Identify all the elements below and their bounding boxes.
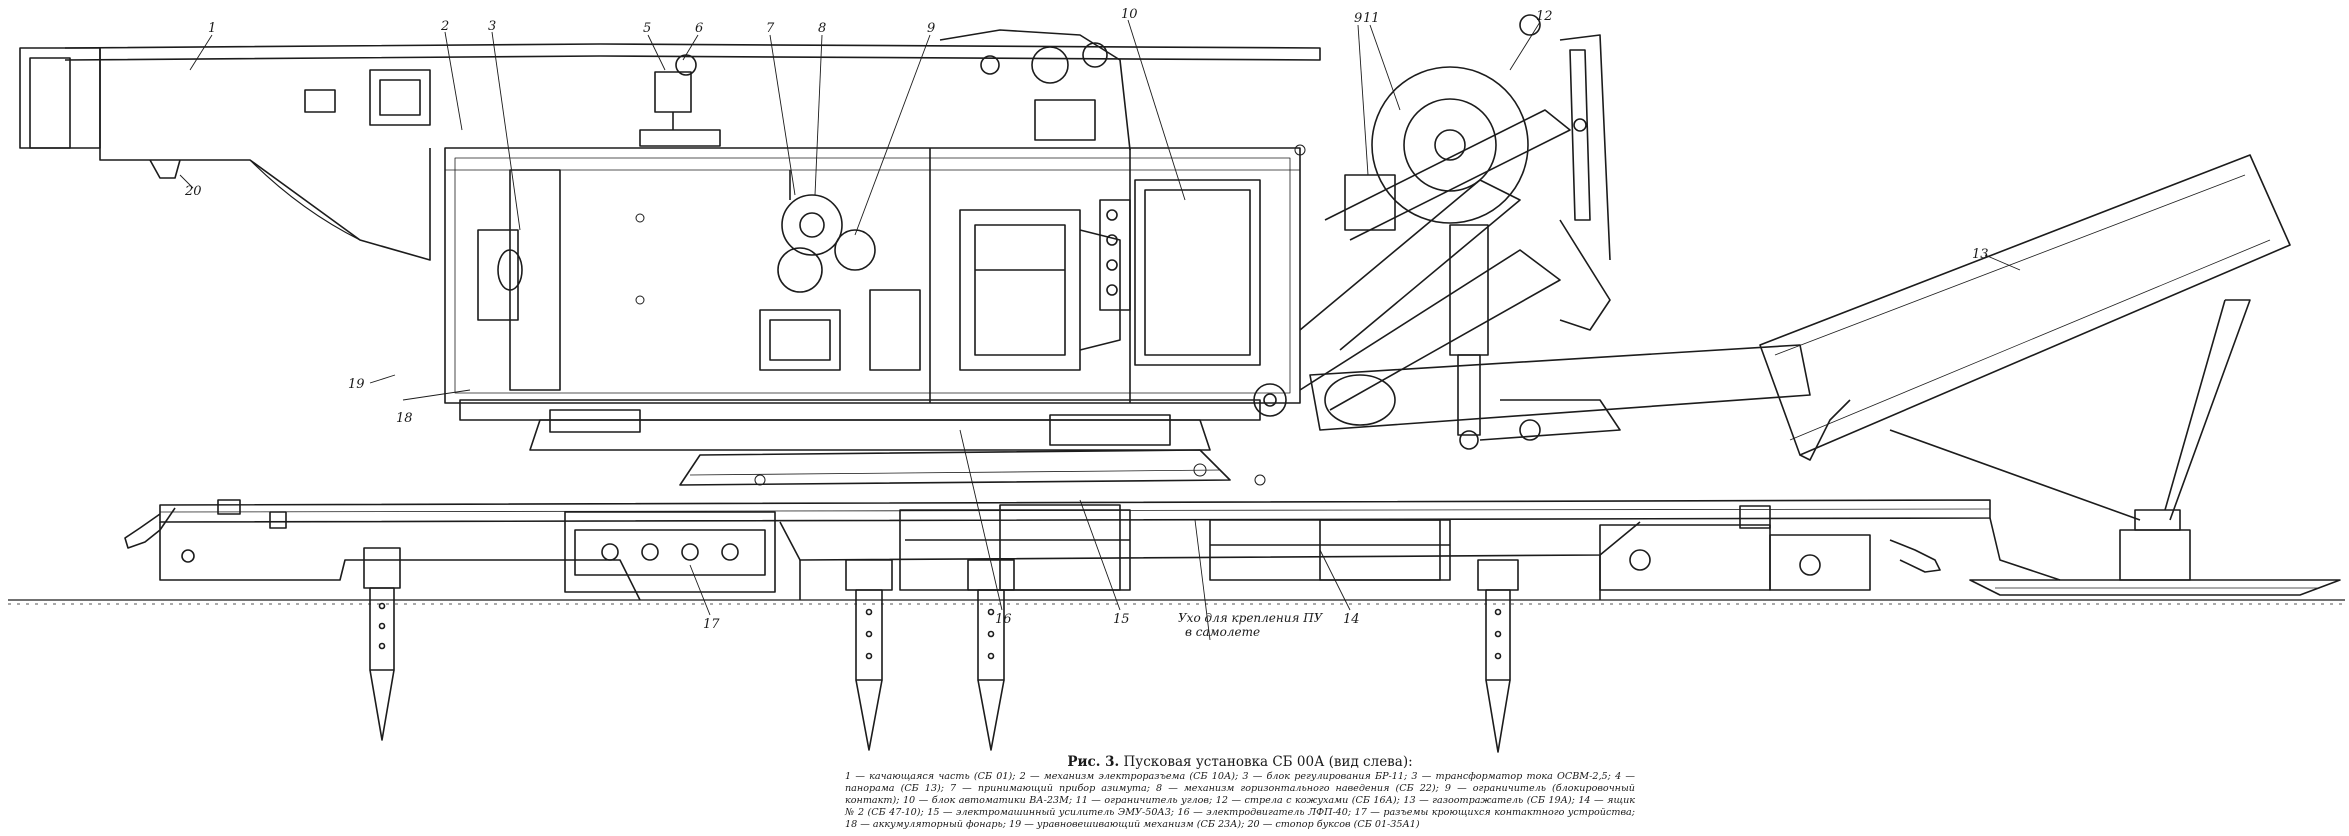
caption-legend-text: 1 — качающаяся часть (СБ 01); 2 — механи… bbox=[845, 771, 1635, 830]
box-17 bbox=[564, 511, 776, 593]
detail-circles bbox=[635, 144, 1306, 486]
callout-5: 5 bbox=[643, 21, 651, 36]
lower-boom-beam bbox=[1309, 344, 1811, 441]
leader-lines bbox=[179, 19, 2021, 641]
sight-on-top bbox=[639, 54, 721, 147]
callout-17: 17 bbox=[703, 617, 720, 632]
outrigger-jack-4 bbox=[1477, 559, 1519, 753]
callout-10: 10 bbox=[1121, 7, 1138, 22]
caption-label: Рис. 3. bbox=[1067, 754, 1120, 770]
chassis-frame bbox=[159, 499, 2061, 601]
callout-3: 3 bbox=[488, 19, 496, 34]
attachment-note-line2: в самолете bbox=[1185, 625, 1260, 639]
panorama-unit bbox=[759, 170, 876, 371]
attachment-note: Ухо для крепления ПУ в самолете bbox=[1178, 611, 1324, 639]
callout-7: 7 bbox=[766, 21, 775, 36]
swinging-part-beam bbox=[19, 43, 1321, 261]
callout-16: 16 bbox=[995, 612, 1012, 627]
housing-left-pillar bbox=[477, 169, 561, 391]
automatic-control-block bbox=[1099, 179, 1261, 366]
caption-heading: Рис. 3. Пусковая установка СБ 00А (вид с… bbox=[845, 754, 1635, 770]
caption-title: Пусковая установка СБ 00А (вид слева): bbox=[1123, 754, 1413, 770]
callout-8: 8 bbox=[818, 21, 826, 36]
box-right-lower bbox=[1599, 524, 1871, 591]
top-gear-mechanism bbox=[939, 29, 1131, 151]
callout-15: 15 bbox=[1113, 612, 1130, 627]
outrigger-jack-2 bbox=[845, 559, 893, 751]
callout-9b: 9 bbox=[1354, 11, 1362, 26]
electric-motor bbox=[869, 209, 1121, 371]
hydraulic-cylinder bbox=[1344, 174, 1489, 450]
callout-11: 11 bbox=[1363, 11, 1380, 26]
right-vertical-strut bbox=[1479, 49, 1621, 441]
outrigger-jack-3 bbox=[967, 559, 1015, 751]
callout-1: 1 bbox=[208, 21, 216, 36]
attachment-note-line1: Ухо для крепления ПУ bbox=[1178, 611, 1324, 625]
callout-12: 12 bbox=[1536, 9, 1553, 24]
callout-14: 14 bbox=[1343, 612, 1360, 627]
callout-2: 2 bbox=[440, 19, 449, 34]
callout-numbers: 1 2 3 5 6 7 8 9 9 10 11 12 13 14 15 16 1… bbox=[184, 7, 1989, 632]
callout-19: 19 bbox=[348, 377, 365, 392]
ground-line bbox=[8, 599, 2345, 605]
callout-20: 20 bbox=[184, 184, 202, 199]
boom-arm bbox=[1299, 14, 1611, 411]
callout-6: 6 bbox=[695, 21, 703, 36]
tow-hook-left bbox=[124, 499, 287, 563]
turntable-platform bbox=[459, 383, 1287, 486]
figure-caption: Рис. 3. Пусковая установка СБ 00А (вид с… bbox=[845, 754, 1635, 831]
tow-hook-right bbox=[1739, 505, 1941, 573]
callout-9a: 9 bbox=[927, 21, 935, 36]
motor-and-amplifier-lower bbox=[899, 504, 1131, 591]
gas-deflector bbox=[1759, 154, 2341, 596]
outrigger-jack-1 bbox=[363, 547, 401, 741]
callout-13: 13 bbox=[1972, 247, 1989, 262]
callout-18: 18 bbox=[396, 411, 413, 426]
